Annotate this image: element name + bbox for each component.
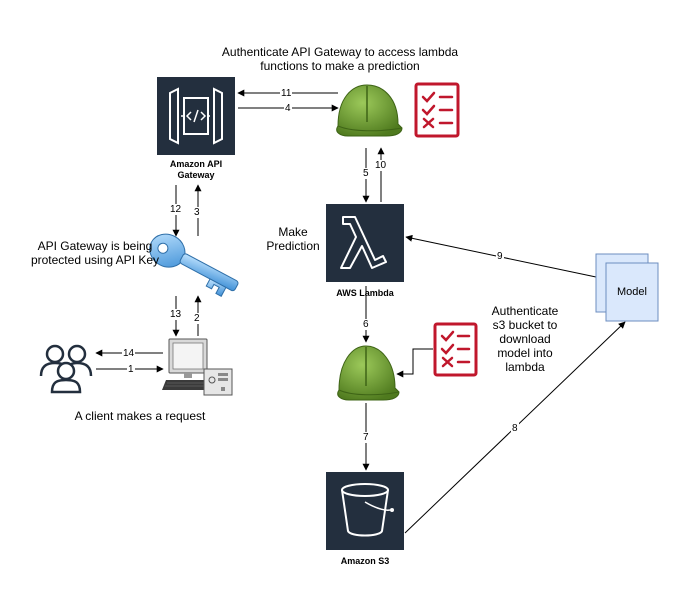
top-note-line1: Authenticate API Gateway to access lambd… bbox=[221, 45, 459, 59]
checklist-connector bbox=[396, 348, 433, 378]
api-gateway-label: Amazon API Gateway bbox=[146, 159, 246, 181]
client-note: A client makes a request bbox=[74, 409, 206, 423]
step-label-7: 7 bbox=[362, 432, 370, 443]
make-prediction-line2: Prediction bbox=[266, 239, 320, 253]
api-key-icon bbox=[149, 233, 239, 297]
step-label-14: 14 bbox=[122, 348, 136, 359]
step-label-10: 10 bbox=[374, 160, 388, 171]
checklist-icon bbox=[414, 82, 460, 138]
lambda-icon bbox=[326, 204, 404, 282]
step-label-8: 8 bbox=[511, 423, 519, 434]
s3-bucket-icon bbox=[326, 472, 404, 550]
step-label-6: 6 bbox=[362, 319, 370, 330]
helmet-icon bbox=[337, 345, 400, 401]
step-label-13: 13 bbox=[169, 309, 183, 320]
step-label-12: 12 bbox=[169, 204, 183, 215]
make-prediction-line1: Make bbox=[278, 225, 308, 239]
top-note: Authenticate API Gateway to access lambd… bbox=[180, 45, 500, 73]
s3-note-line5: lambda bbox=[505, 360, 545, 374]
step-label-11: 11 bbox=[280, 88, 293, 99]
computer-icon bbox=[162, 338, 233, 396]
make-prediction-label: Make Prediction bbox=[262, 225, 324, 253]
s3-note-line3: download bbox=[499, 332, 551, 346]
api-key-note-line2: protected using API Key bbox=[30, 253, 160, 267]
lambda-label: AWS Lambda bbox=[336, 288, 394, 298]
s3-note-line4: model into bbox=[497, 346, 553, 360]
top-note-line2: functions to make a prediction bbox=[260, 59, 420, 73]
step-label-2: 2 bbox=[193, 313, 201, 324]
s3-note-line1: Authenticate bbox=[491, 304, 559, 318]
users-icon bbox=[39, 344, 93, 394]
step-label-5: 5 bbox=[362, 168, 370, 179]
s3-note-line2: s3 bucket to bbox=[492, 318, 558, 332]
helmet-icon bbox=[336, 84, 403, 137]
api-gateway-icon bbox=[157, 77, 235, 155]
model-label: Model bbox=[617, 286, 647, 298]
s3-note: Authenticate s3 bucket to download model… bbox=[480, 304, 570, 374]
step-label-1: 1 bbox=[127, 364, 135, 375]
api-key-note-line1: API Gateway is being bbox=[37, 239, 153, 253]
s3-label: Amazon S3 bbox=[340, 556, 390, 566]
checklist-icon bbox=[433, 322, 478, 377]
api-key-note: API Gateway is being protected using API… bbox=[20, 239, 170, 267]
api-gateway-label-line2: Gateway bbox=[177, 170, 215, 180]
step-label-9: 9 bbox=[496, 251, 504, 262]
step-label-3: 3 bbox=[193, 207, 201, 218]
step-label-4: 4 bbox=[284, 103, 292, 114]
model-document bbox=[595, 253, 659, 322]
api-gateway-label-line1: Amazon API bbox=[169, 159, 223, 169]
